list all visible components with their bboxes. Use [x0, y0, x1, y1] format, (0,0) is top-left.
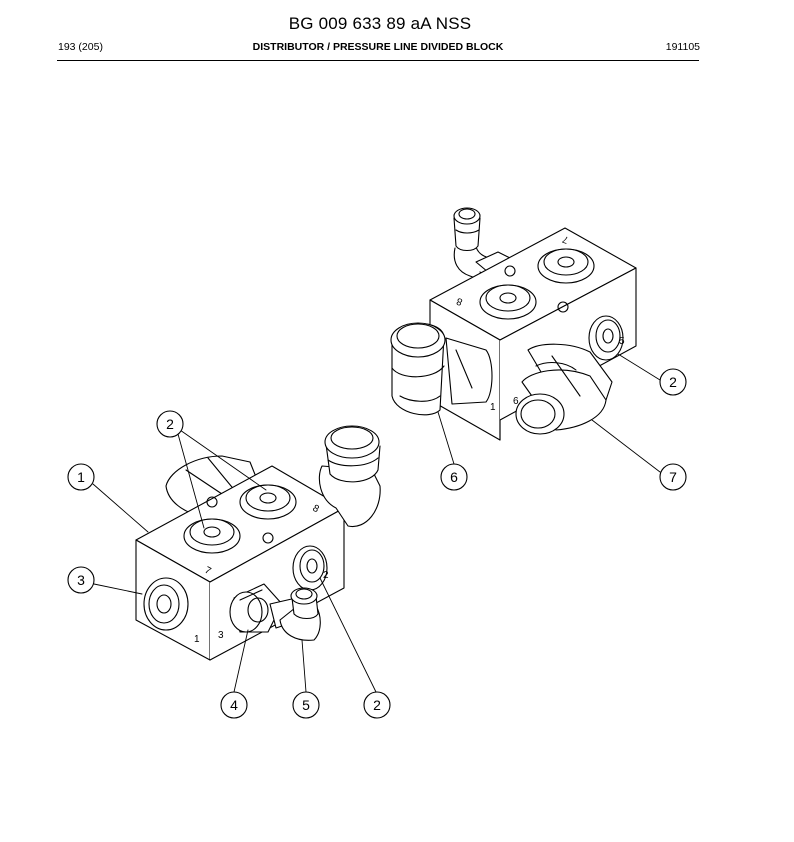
port-mark: 8	[311, 503, 321, 516]
svg-text:7: 7	[669, 469, 677, 485]
port-mark: 1	[194, 634, 200, 645]
port-mark: 5	[619, 336, 625, 347]
callout-bubble-4: 4	[220, 691, 248, 719]
callout-bubble-2: 2	[659, 368, 687, 396]
left-side-plug-2	[292, 545, 328, 591]
port-mark: 6	[513, 396, 519, 407]
right-large-fitting-6	[390, 322, 493, 416]
left-front-plug-3	[143, 577, 189, 631]
callout-bubble-7: 7	[659, 463, 687, 491]
date-code: 191105	[665, 41, 700, 53]
callout-bubble-5: 5	[292, 691, 320, 719]
callout-bubble-2: 2	[363, 691, 391, 719]
right-side-plug-5	[588, 315, 624, 361]
svg-text:6: 6	[450, 469, 458, 485]
port-mark: 2	[323, 570, 329, 581]
left-divider-block-assembly	[135, 425, 381, 661]
port-mark: 1	[490, 402, 496, 413]
right-large-fitting-7	[515, 343, 613, 435]
port-mark: 7	[561, 233, 570, 245]
callout-bubble-2: 2	[156, 410, 184, 438]
leader-lines	[92, 353, 661, 693]
right-elbow-fitting	[453, 207, 511, 283]
svg-text:3: 3	[77, 572, 85, 588]
callout-bubble-3: 3	[67, 566, 95, 594]
svg-text:2: 2	[373, 697, 381, 713]
right-small-bore	[504, 265, 516, 277]
right-top-plug-8	[479, 284, 537, 320]
svg-text:5: 5	[302, 697, 310, 713]
header-rule	[57, 60, 699, 61]
left-small-fitting-4	[229, 583, 283, 633]
svg-text:4: 4	[230, 697, 238, 713]
port-mark: 3	[218, 630, 224, 641]
left-top-plug-7	[183, 518, 241, 554]
right-small-bore	[557, 301, 569, 313]
left-small-bore	[262, 532, 274, 544]
section-title: DISTRIBUTOR / PRESSURE LINE DIVIDED BLOC…	[252, 41, 504, 53]
svg-text:1: 1	[77, 469, 85, 485]
page-reference: 193 (205)	[58, 41, 103, 53]
svg-text:2: 2	[669, 374, 677, 390]
left-top-plug-8	[239, 484, 297, 520]
left-small-elbow-5	[269, 587, 321, 641]
svg-text:2: 2	[166, 416, 174, 432]
callout-bubble-6: 6	[440, 463, 468, 491]
right-divider-block-assembly	[390, 207, 637, 441]
callout-bubble-1: 1	[67, 463, 95, 491]
port-mark: 8	[455, 295, 464, 307]
right-top-plug-7	[537, 248, 595, 284]
left-small-bore	[206, 496, 218, 508]
document-title: BG 009 633 89 aA NSS	[288, 14, 472, 33]
left-large-elbow-fitting	[318, 425, 381, 528]
port-mark: 7	[203, 565, 213, 578]
